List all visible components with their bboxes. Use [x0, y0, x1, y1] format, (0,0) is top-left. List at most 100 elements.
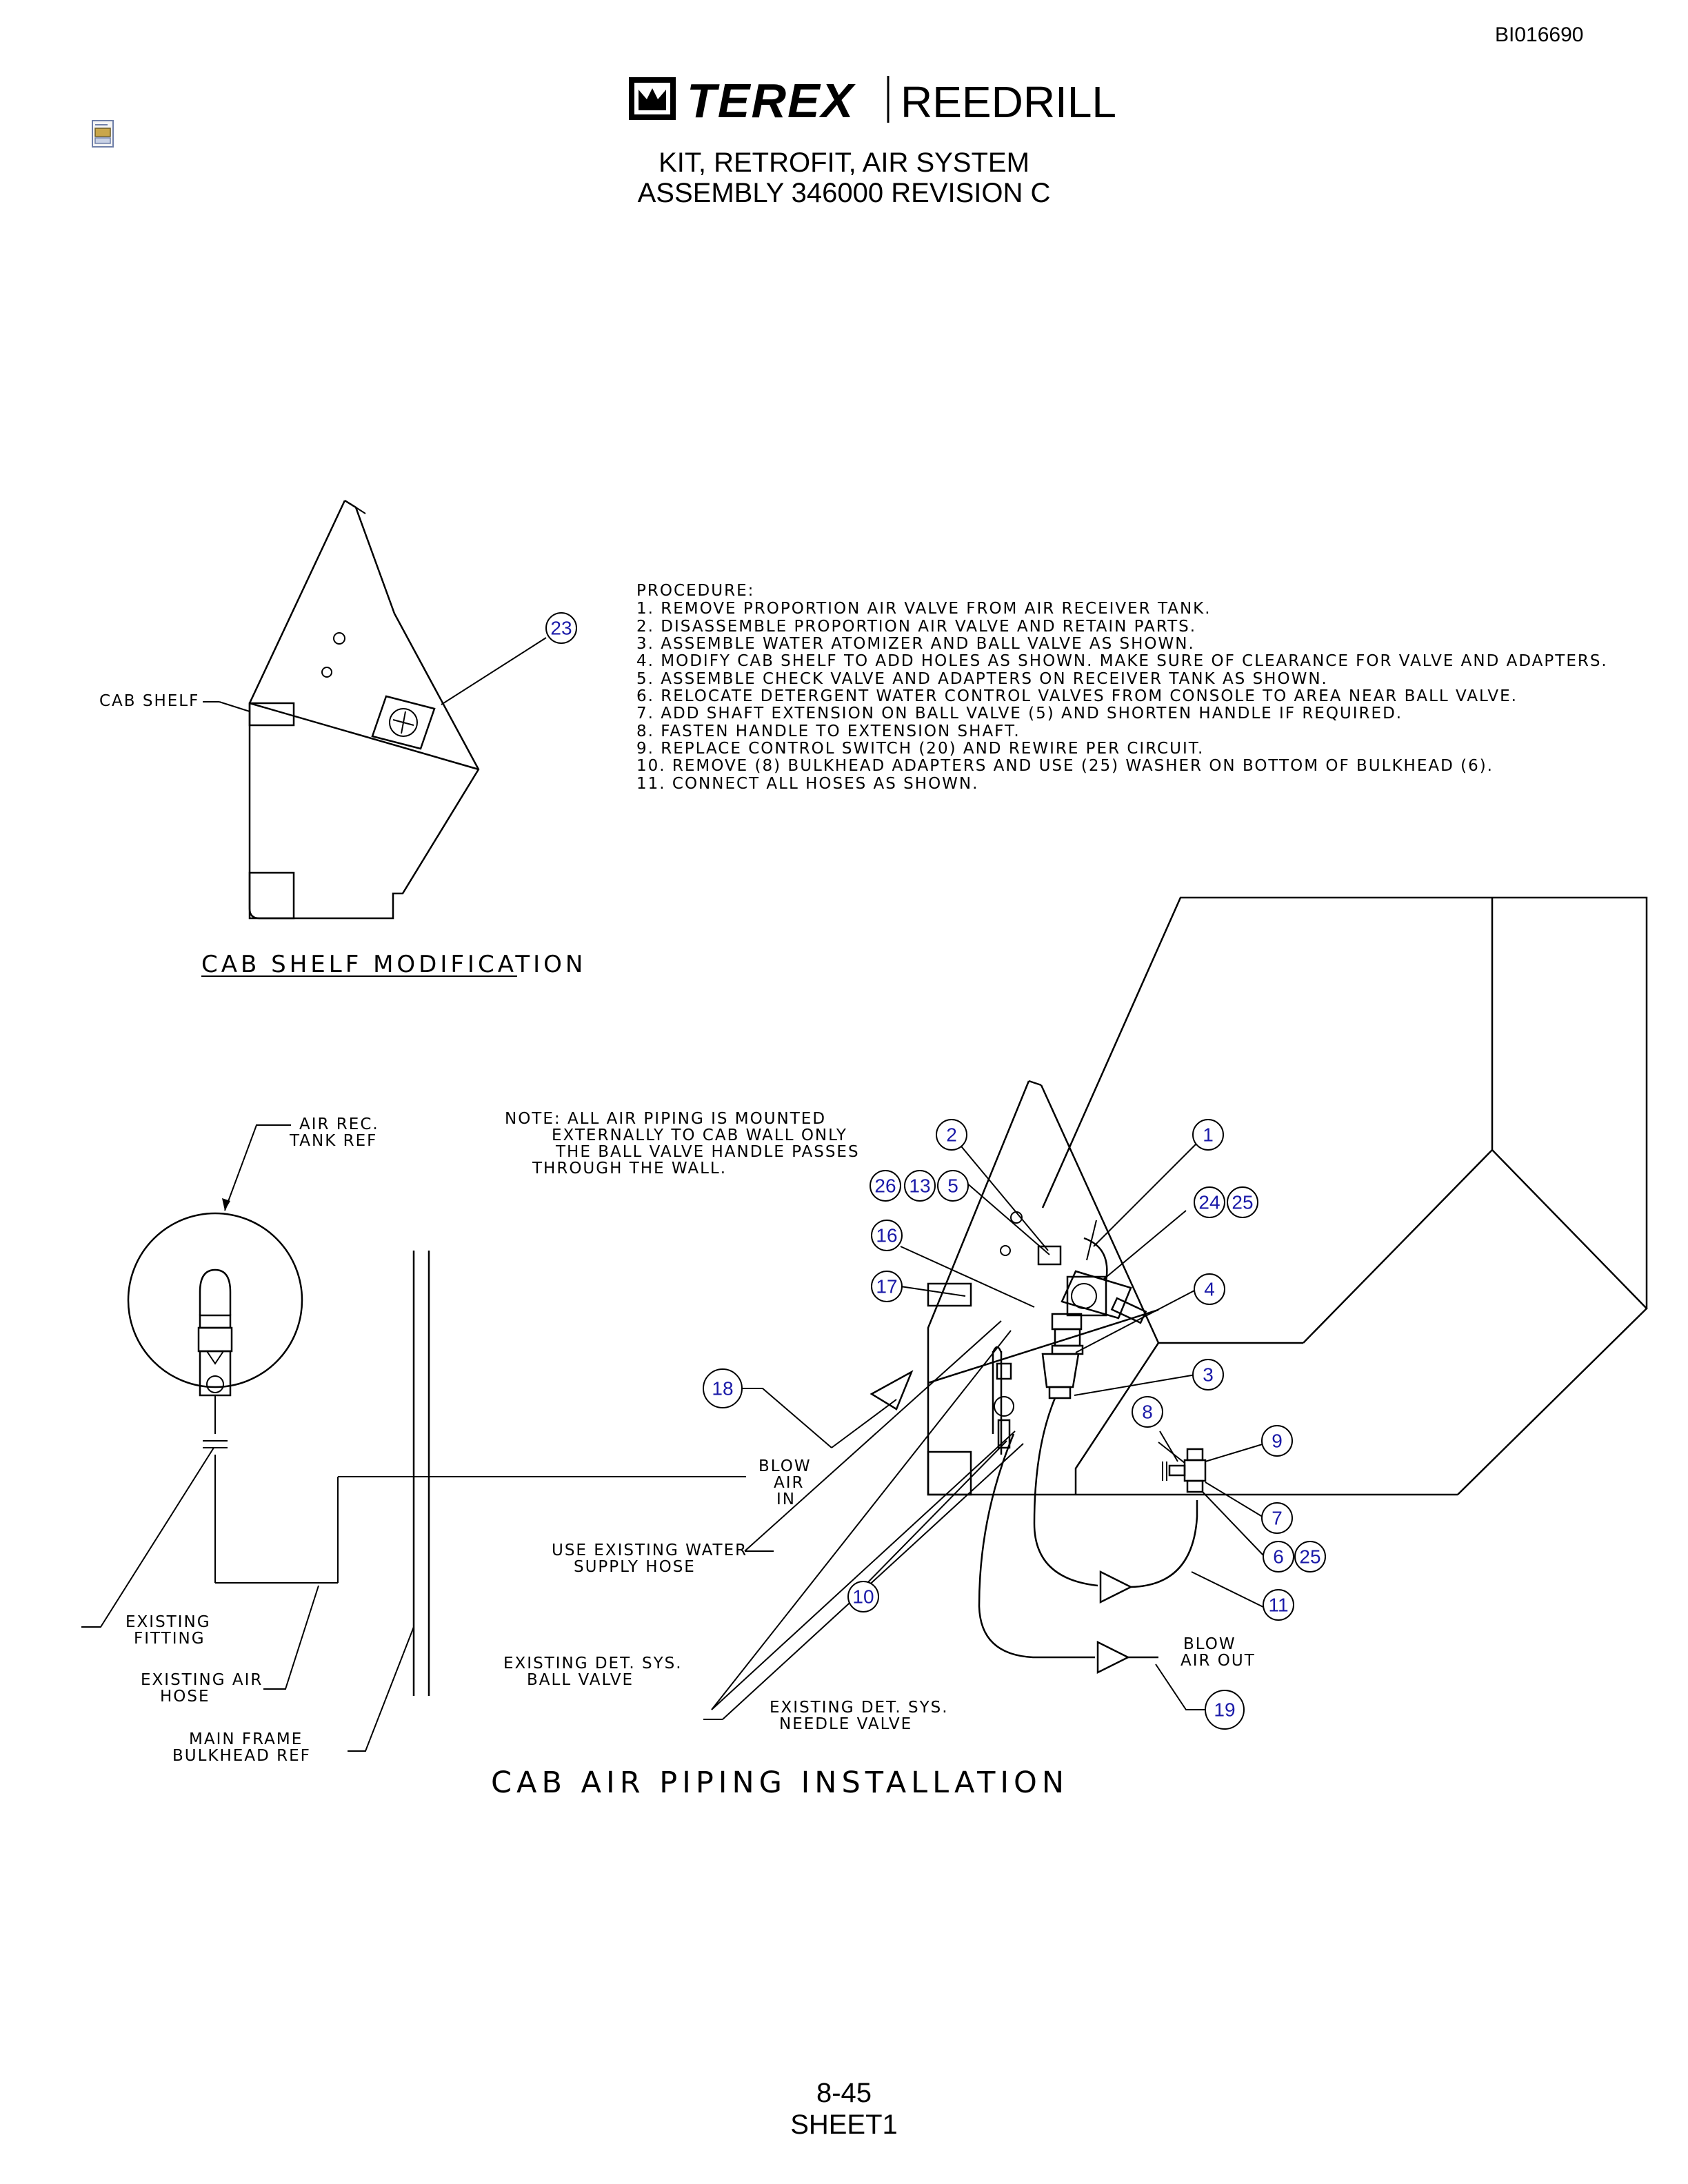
procedure-step: 11. CONNECT ALL HOSES AS SHOWN. — [636, 775, 978, 793]
blow-air-in-label-1: BLOW — [758, 1457, 812, 1475]
bulkhead-fitting — [1162, 1448, 1207, 1493]
shelf-view-title: CAB SHELF MODIFICATION — [201, 951, 586, 978]
procedure-heading: PROCEDURE: — [636, 582, 754, 600]
balloon-7 — [1261, 1502, 1293, 1534]
logo-division: REEDRILL — [901, 77, 1116, 127]
procedure-step: 8. FASTEN HANDLE TO EXTENSION SHAFT. — [636, 722, 1021, 740]
balloon-4 — [1194, 1273, 1225, 1305]
existing-air-hose-label-1: EXISTING AIR — [141, 1671, 263, 1689]
det-ball-valve-label-1: EXISTING DET. SYS. — [503, 1655, 683, 1672]
balloon-number: 8 — [1142, 1402, 1153, 1423]
document-subtitle: ASSEMBLY 346000 REVISION C — [637, 178, 1051, 208]
document-title: KIT, RETROFIT, AIR SYSTEM — [659, 148, 1029, 178]
cab-shelf-view: 23 CAB SHELF CAB SHELF MODIFICATION — [99, 499, 586, 978]
hoses — [831, 1346, 1198, 1675]
note-line: THROUGH THE WALL. — [532, 1160, 727, 1177]
balloon-number: 7 — [1272, 1508, 1283, 1529]
piping-view-title: CAB AIR PIPING INSTALLATION — [491, 1766, 1069, 1800]
balloon-number: 24 — [1198, 1192, 1220, 1213]
document-id: BI016690 — [1495, 23, 1584, 46]
balloon-3 — [1192, 1359, 1224, 1391]
existing-fitting-label-2: FITTING — [134, 1630, 205, 1648]
main-frame-label-2: BULKHEAD REF — [172, 1747, 311, 1765]
balloon-number: 3 — [1203, 1364, 1214, 1386]
balloon-number: 9 — [1272, 1430, 1283, 1452]
water-supply-label-1: USE EXISTING WATER — [552, 1541, 747, 1559]
det-needle-valve-label-1: EXISTING DET. SYS. — [770, 1699, 949, 1717]
balloon-number: 18 — [712, 1378, 733, 1399]
blow-air-in-label-2: AIR — [774, 1474, 805, 1492]
air-rec-tank-label-1: AIR REC. — [299, 1115, 379, 1133]
document-icon[interactable] — [90, 119, 117, 150]
balloon-number: 4 — [1204, 1279, 1215, 1300]
balloon-5 — [937, 1170, 969, 1202]
item-balloons: 2 1 26 13 5 24 25 16 4 17 18 3 8 — [703, 1119, 1326, 1730]
balloon-9 — [1261, 1425, 1293, 1457]
balloon-number: 19 — [1214, 1699, 1235, 1721]
note-line: NOTE: ALL AIR PIPING IS MOUNTED — [505, 1110, 826, 1128]
balloon-number: 17 — [876, 1276, 897, 1297]
procedure-step: 5. ASSEMBLE CHECK VALVE AND ADAPTERS ON … — [636, 670, 1328, 688]
balloon-23 — [545, 612, 577, 644]
balloon-number: 5 — [947, 1175, 958, 1197]
page-number: 8-45 — [816, 2078, 872, 2108]
balloon-number: 6 — [1273, 1546, 1284, 1568]
blow-air-out-label-1: BLOW — [1183, 1635, 1236, 1653]
blow-air-out-label-2: AIR OUT — [1180, 1652, 1256, 1670]
note-line: THE BALL VALVE HANDLE PASSES — [555, 1143, 860, 1161]
sheet-label: SHEET1 — [790, 2110, 898, 2140]
balloon-16 — [871, 1220, 903, 1251]
balloon-number: 16 — [876, 1225, 897, 1246]
procedure-block: PROCEDURE: 1. REMOVE PROPORTION AIR VALV… — [636, 582, 1608, 793]
balloon-10 — [847, 1581, 879, 1612]
terex-emblem-icon — [629, 77, 676, 120]
balloon-23-label: 23 — [550, 618, 572, 639]
balloon-leaders — [736, 1134, 1265, 1710]
balloon-25b — [1294, 1541, 1326, 1573]
balloon-1 — [1192, 1119, 1224, 1151]
air-rec-tank-label-2: TANK REF — [289, 1132, 377, 1150]
existing-air-hose-label-2: HOSE — [160, 1688, 210, 1706]
det-needle-valve-label-2: NEEDLE VALVE — [779, 1715, 912, 1733]
balloon-number: 26 — [874, 1175, 896, 1197]
cab-air-piping-view: AIR REC. TANK REF EXISTING FITTING EXIST… — [81, 896, 1648, 1800]
cab-shelf-label: CAB SHELF — [99, 692, 199, 710]
ball-valve-assembly — [1037, 1220, 1147, 1399]
balloon-26 — [870, 1170, 901, 1202]
balloon-6 — [1263, 1541, 1294, 1573]
balloon-18 — [703, 1368, 743, 1408]
balloon-25 — [1227, 1186, 1258, 1218]
procedure-step: 4. MODIFY CAB SHELF TO ADD HOLES AS SHOW… — [636, 652, 1608, 670]
balloon-number: 11 — [1268, 1595, 1288, 1616]
balloon-19 — [1205, 1690, 1245, 1730]
balloon-17 — [871, 1271, 903, 1302]
procedure-step: 1. REMOVE PROPORTION AIR VALVE FROM AIR … — [636, 600, 1212, 618]
cab-wall-outline — [927, 896, 1648, 1496]
procedure-step: 6. RELOCATE DETERGENT WATER CONTROL VALV… — [636, 687, 1518, 705]
blow-air-in-label-3: IN — [776, 1490, 796, 1508]
balloon-24 — [1194, 1186, 1225, 1218]
balloon-number: 1 — [1203, 1124, 1214, 1146]
balloon-11 — [1263, 1589, 1294, 1621]
procedure-step: 7. ADD SHAFT EXTENSION ON BALL VALVE (5)… — [636, 705, 1403, 722]
balloon-number: 10 — [852, 1586, 874, 1608]
water-supply-label-2: SUPPLY HOSE — [574, 1558, 696, 1576]
balloon-13 — [904, 1170, 936, 1202]
balloon-2 — [936, 1119, 967, 1151]
terex-reedrill-logo: TEREX REEDRILL — [627, 72, 1138, 128]
balloon-8 — [1132, 1396, 1163, 1428]
logo-brand: TEREX — [687, 74, 856, 127]
procedure-step: 10. REMOVE (8) BULKHEAD ADAPTERS AND USE… — [636, 757, 1494, 775]
square-flange — [371, 695, 436, 750]
balloon-number: 2 — [946, 1124, 957, 1146]
procedure-step: 9. REPLACE CONTROL SWITCH (20) AND REWIR… — [636, 740, 1204, 758]
balloon-number: 25 — [1232, 1192, 1253, 1213]
balloon-number: 13 — [909, 1175, 930, 1197]
air-receiver-tank — [127, 1212, 746, 1584]
procedure-step: 3. ASSEMBLE WATER ATOMIZER AND BALL VALV… — [636, 635, 1195, 653]
det-ball-valve-label-2: BALL VALVE — [527, 1671, 634, 1689]
note-line: EXTERNALLY TO CAB WALL ONLY — [552, 1126, 847, 1144]
procedure-step: 2. DISASSEMBLE PROPORTION AIR VALVE AND … — [636, 618, 1196, 636]
existing-fitting-label-1: EXISTING — [125, 1613, 211, 1631]
